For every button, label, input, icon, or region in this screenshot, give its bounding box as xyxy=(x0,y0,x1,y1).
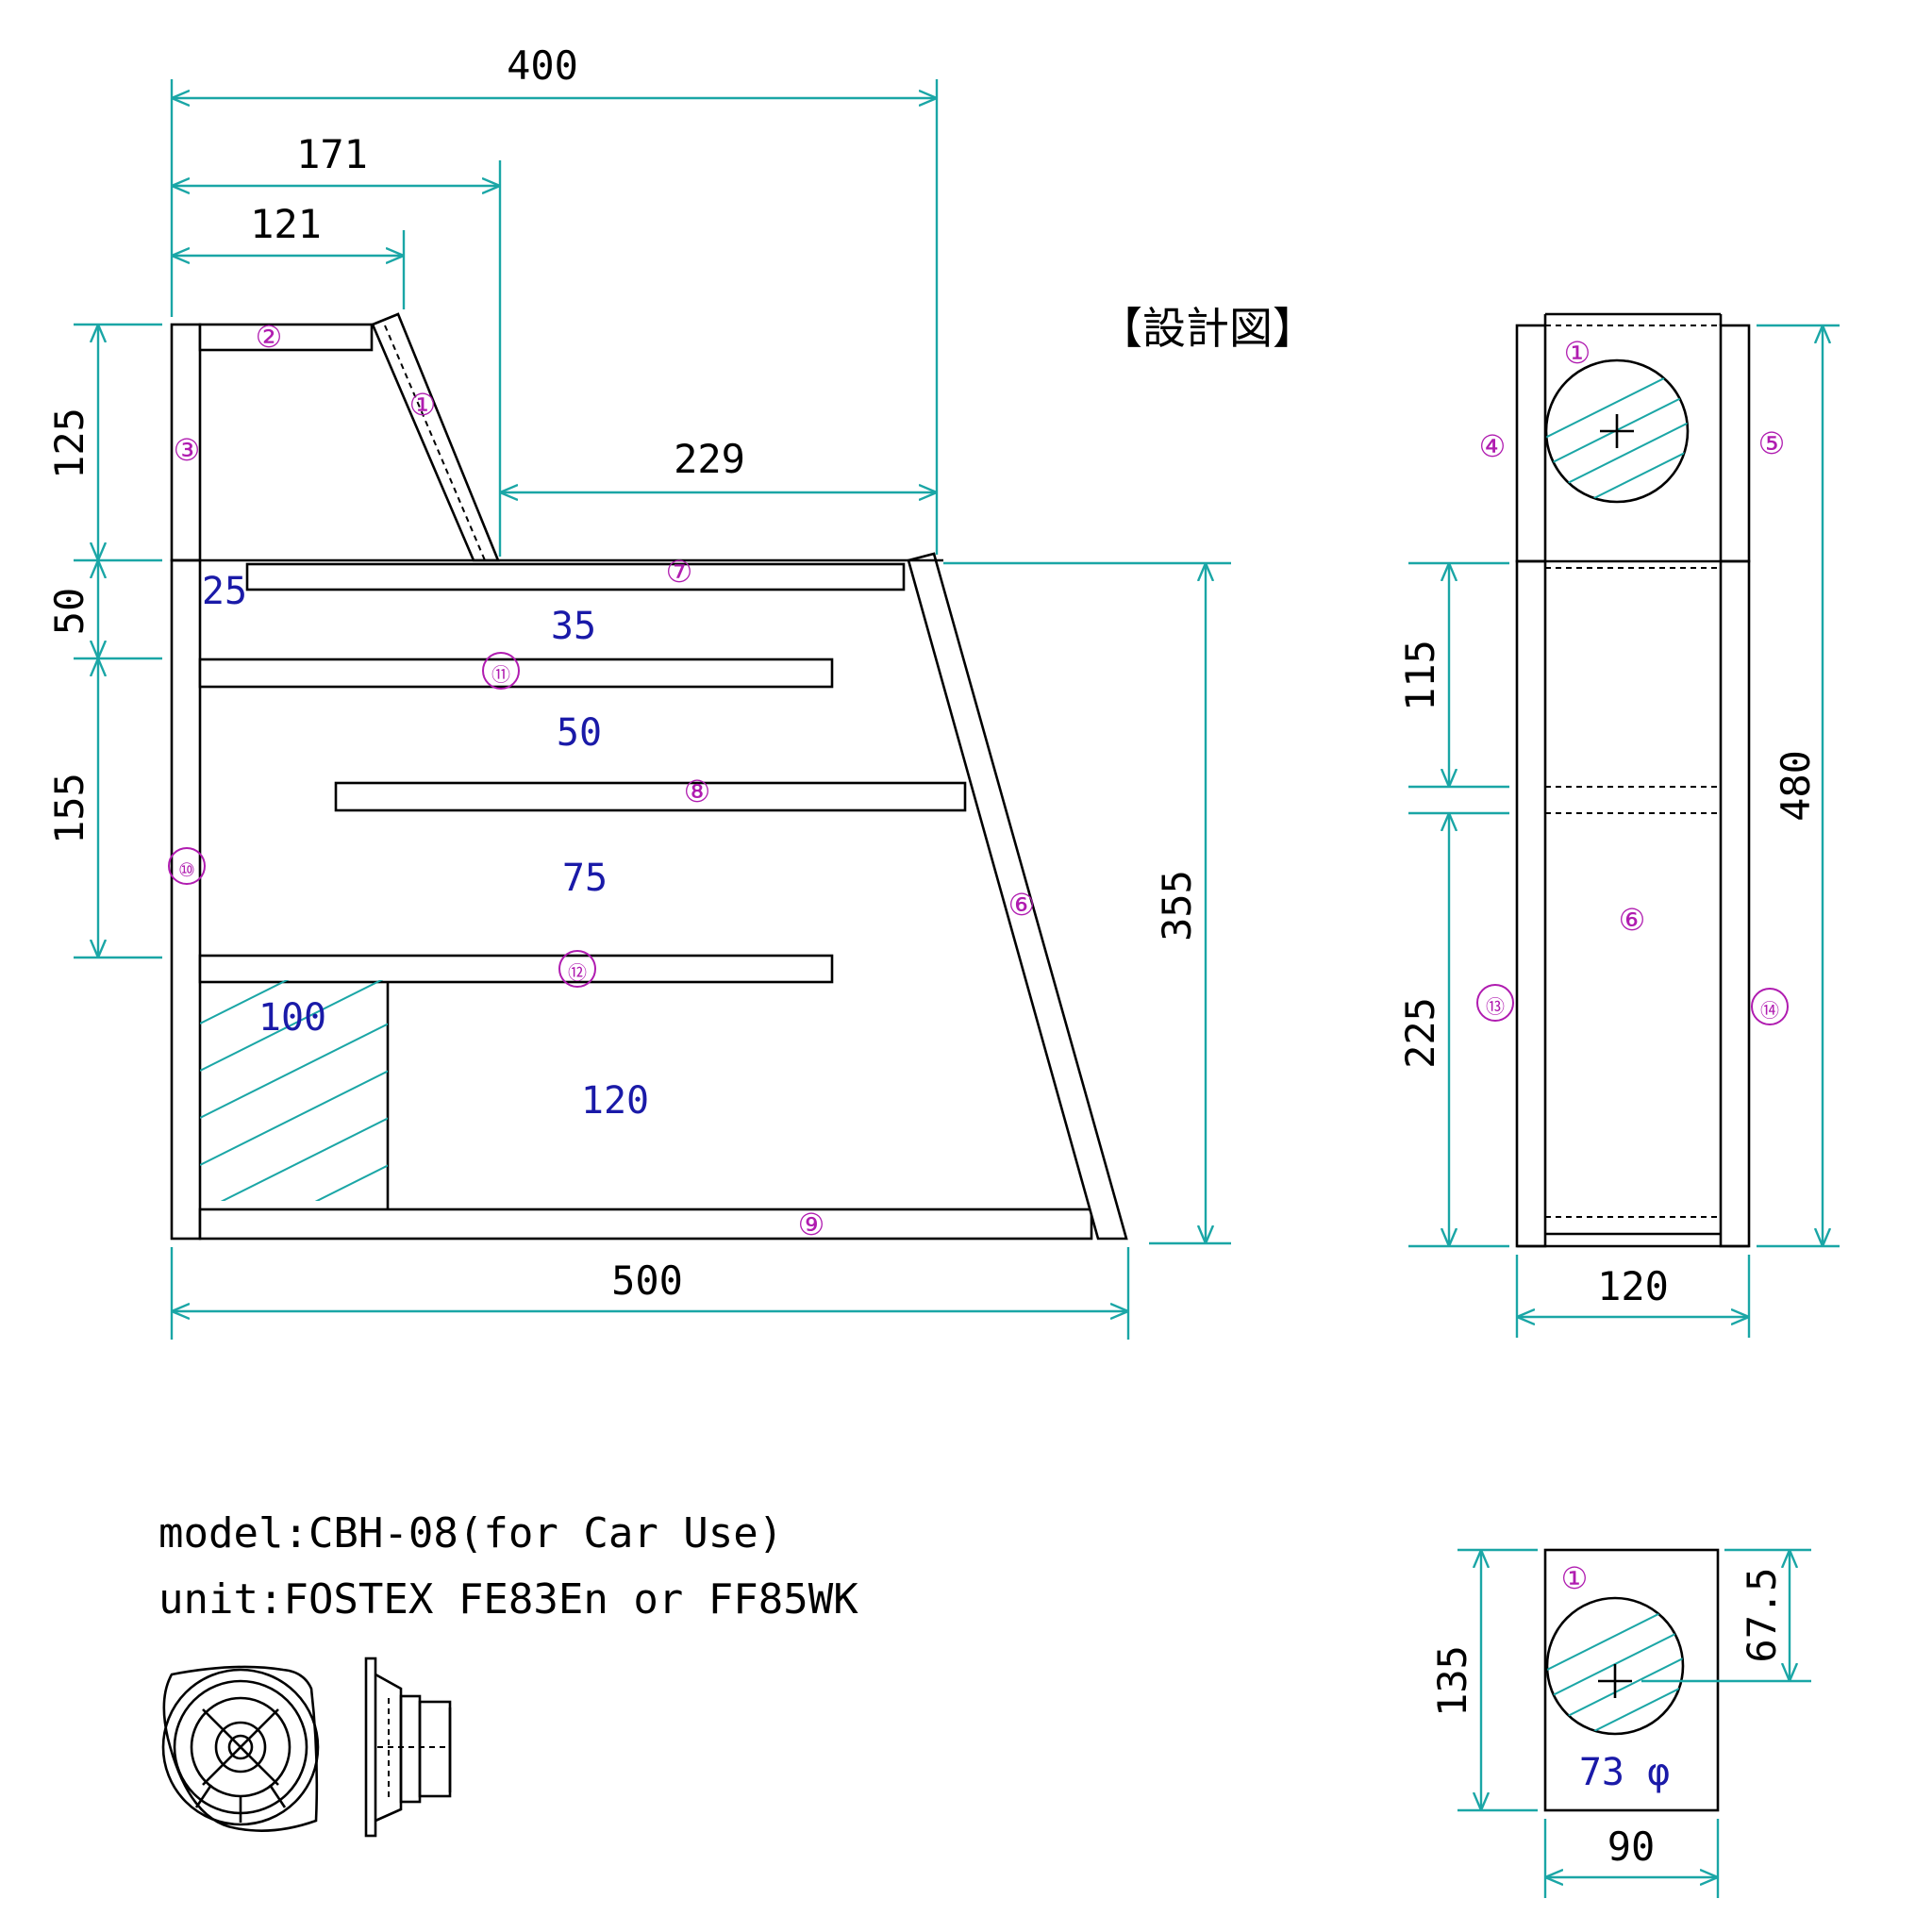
dim-400: 400 xyxy=(507,42,578,89)
dim-67-5: 67.5 xyxy=(1739,1567,1785,1662)
part-6: ⑥ xyxy=(1008,887,1036,923)
label-120: 120 xyxy=(581,1079,649,1123)
dim-side-120: 120 xyxy=(1597,1263,1669,1309)
board-13 xyxy=(1515,559,1547,1248)
board-14 xyxy=(1719,559,1751,1248)
drawing-title: 【設計図】 xyxy=(1099,303,1316,354)
board-11 xyxy=(198,658,834,689)
part-10-ring xyxy=(168,847,206,885)
part-12-ring xyxy=(558,950,596,988)
dim-480: 480 xyxy=(1773,750,1819,822)
board-1 xyxy=(371,312,500,562)
part-1: ① xyxy=(409,387,437,423)
dim-171: 171 xyxy=(296,131,368,177)
board-9 xyxy=(198,1208,1093,1241)
part-11: ⑪ xyxy=(491,663,510,686)
model-note: model:CBH-08(for Car Use) xyxy=(158,1509,783,1557)
section-view: 400 171 121 229 125 50 155 500 355 25 35… xyxy=(46,42,1231,1340)
dim-125: 125 xyxy=(46,408,92,479)
part-7: ⑦ xyxy=(666,554,693,590)
speaker-unit-side-icon xyxy=(364,1657,452,1838)
baffle-view: 135 67.5 90 73 φ ① xyxy=(1429,1548,1811,1898)
board-4 xyxy=(1515,324,1547,563)
dim-135: 135 xyxy=(1429,1645,1475,1717)
part-2: ② xyxy=(256,319,283,355)
dim-355: 355 xyxy=(1154,870,1200,941)
label-35: 35 xyxy=(551,605,596,648)
part-8: ⑧ xyxy=(684,774,711,809)
board-10 xyxy=(170,558,202,1241)
speaker-unit-front-icon xyxy=(161,1665,320,1832)
dim-500: 500 xyxy=(611,1257,683,1304)
part-10: ⑩ xyxy=(178,858,195,881)
board-8 xyxy=(334,781,967,812)
part-12: ⑫ xyxy=(568,961,587,984)
board-12 xyxy=(198,954,834,984)
board-2 xyxy=(198,323,374,352)
part-13-ring xyxy=(1476,984,1514,1022)
dim-90: 90 xyxy=(1607,1824,1656,1870)
label-50: 50 xyxy=(557,711,602,755)
part-3: ③ xyxy=(174,432,201,468)
part-4: ④ xyxy=(1479,428,1507,464)
side-view: 115 225 480 120 ① ④ ⑤ ⑥ ⑬ ⑭ xyxy=(1397,312,1840,1338)
part-11-ring xyxy=(482,652,520,690)
dim-50: 50 xyxy=(46,588,92,636)
label-100: 100 xyxy=(258,996,326,1040)
dim-115: 115 xyxy=(1397,640,1443,711)
dim-225: 225 xyxy=(1397,997,1443,1069)
dim-155: 155 xyxy=(46,773,92,844)
absorber-hatch xyxy=(200,980,388,1201)
board-6 xyxy=(907,552,1128,1241)
board-7 xyxy=(245,562,906,591)
board-5 xyxy=(1719,324,1751,563)
hole-diameter: 73 φ xyxy=(1579,1751,1670,1794)
part-14: ⑭ xyxy=(1760,999,1779,1022)
baffle-part-1: ① xyxy=(1561,1560,1589,1596)
baffle-hole xyxy=(1545,1596,1685,1736)
part-13: ⑬ xyxy=(1486,995,1505,1018)
label-25: 25 xyxy=(202,570,247,613)
speaker-hole xyxy=(1544,358,1690,504)
unit-note: unit:FOSTEX FE83En or FF85WK xyxy=(158,1575,858,1624)
part-5: ⑤ xyxy=(1758,425,1786,461)
side-part-6: ⑥ xyxy=(1619,902,1646,938)
side-part-1: ① xyxy=(1564,335,1591,371)
part-14-ring xyxy=(1751,988,1789,1025)
label-75: 75 xyxy=(562,857,608,900)
part-9: ⑨ xyxy=(798,1207,825,1242)
dim-229: 229 xyxy=(674,436,745,482)
dim-121: 121 xyxy=(250,201,322,247)
